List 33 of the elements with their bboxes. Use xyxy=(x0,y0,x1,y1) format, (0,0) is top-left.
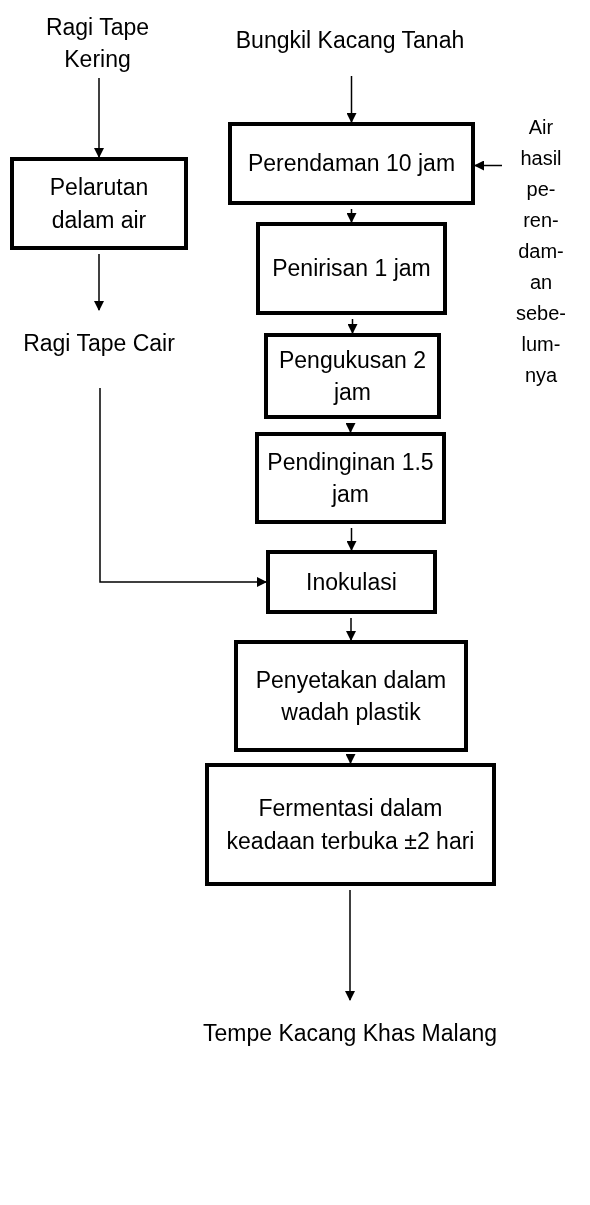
process-box xyxy=(234,640,468,752)
process-box xyxy=(264,333,441,419)
arrow xyxy=(345,754,356,764)
arrow xyxy=(99,387,267,587)
step-text: Inokulasi xyxy=(306,567,397,597)
arrow xyxy=(346,617,356,641)
step-text: Penirisan 1 jam xyxy=(272,254,431,284)
process-box xyxy=(256,222,447,315)
arrow xyxy=(474,160,503,171)
flow-text: Ragi Tape Cair xyxy=(20,310,178,376)
arrow xyxy=(346,208,357,223)
step-text: Penyetakan dalam wadah plastik xyxy=(254,665,448,727)
arrow xyxy=(347,318,358,334)
step-text: Pengukusan 2 jam xyxy=(277,345,428,407)
process-box xyxy=(255,432,446,524)
arrow xyxy=(346,75,357,123)
arrow xyxy=(94,253,104,311)
arrow xyxy=(345,889,355,1001)
step-text: Fermentasi dalam keadaan terbuka ±2 hari xyxy=(225,794,476,856)
process-box xyxy=(10,157,188,250)
arrow xyxy=(94,77,104,158)
step-text: Perendaman 10 jam xyxy=(247,149,456,179)
process-box xyxy=(266,550,437,614)
flow-text: Bungkil Kacang Tanah xyxy=(212,8,488,72)
flow-text: Air hasil pe- ren- dam- an sebe- lum- nya xyxy=(508,112,574,384)
process-box xyxy=(205,763,496,886)
arrow xyxy=(346,527,357,551)
step-text: Pelarutan dalam air xyxy=(48,173,150,235)
step-text: Pendinginan 1.5 jam xyxy=(267,447,434,509)
process-box xyxy=(228,122,475,205)
arrow xyxy=(345,422,356,433)
flow-text: Ragi Tape Kering xyxy=(10,12,185,74)
flow-text: Tempe Kacang Khas Malang xyxy=(195,1000,505,1066)
